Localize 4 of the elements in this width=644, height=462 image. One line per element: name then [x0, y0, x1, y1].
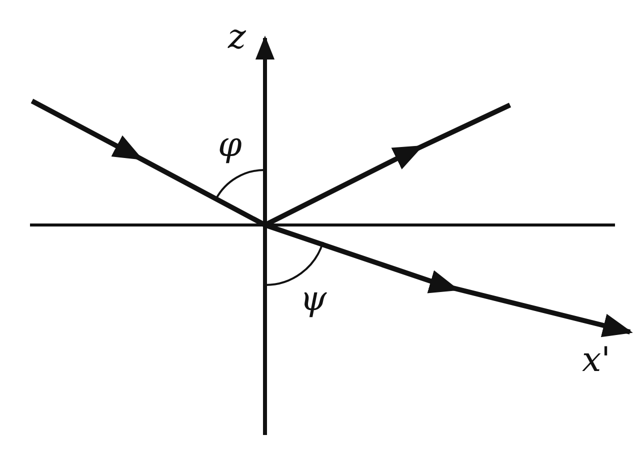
angle-label: ψ	[300, 282, 327, 316]
angle-label: φ	[218, 128, 242, 162]
axis-label: z	[228, 20, 246, 54]
axis-label: x'	[582, 343, 611, 377]
